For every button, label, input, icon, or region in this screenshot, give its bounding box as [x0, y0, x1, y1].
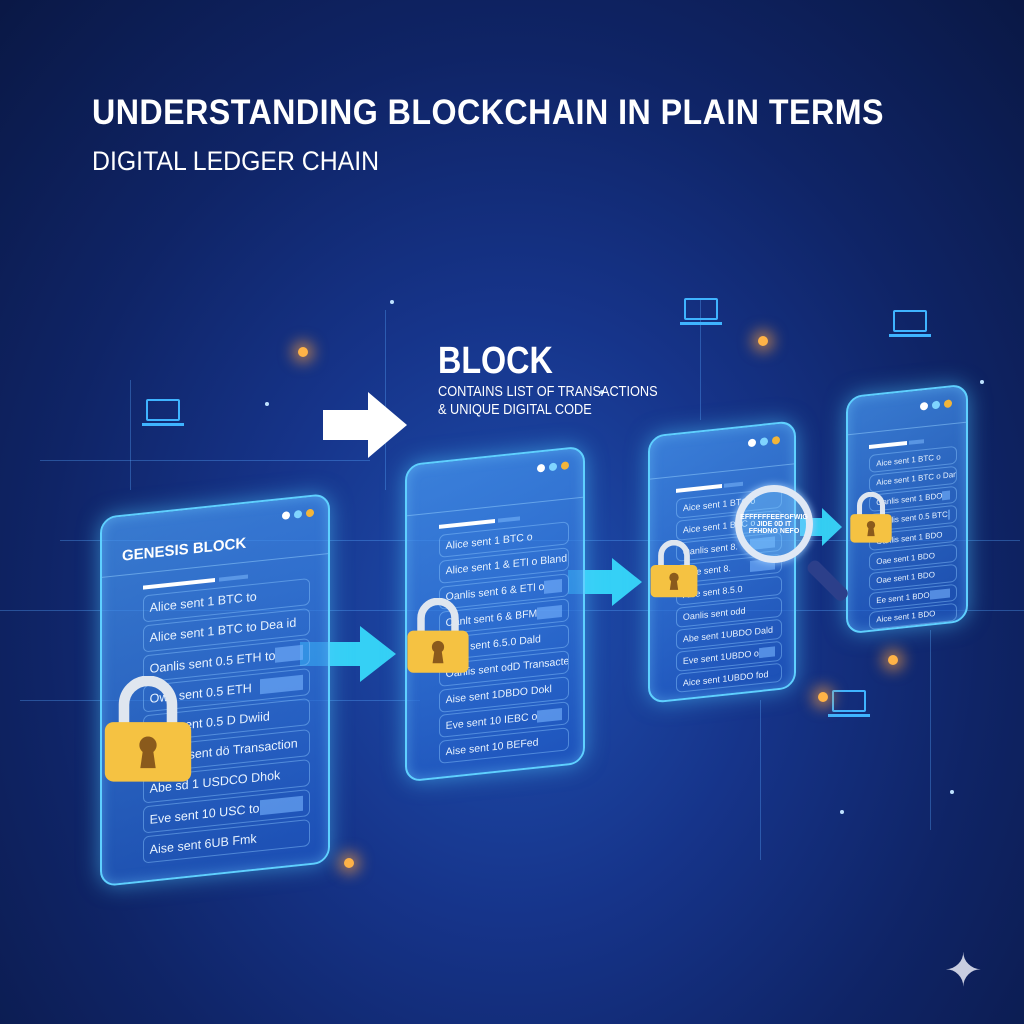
padlock-icon: [407, 598, 469, 673]
transaction-text: Oanlis sent 0.5 ETH to: [149, 648, 276, 676]
transaction-text: Eve sent 10 USC to: [149, 801, 260, 827]
magnifier-text: EFFFFFFEEFGFWIG: [740, 513, 808, 521]
window-dots: [748, 435, 780, 448]
sparkle-icon: ✦: [944, 944, 983, 996]
window-dots: [282, 508, 314, 520]
progress-bar: [869, 441, 907, 450]
block-header: [407, 447, 583, 517]
white-arrow-icon: [323, 392, 407, 458]
chain-arrow-icon: [568, 558, 642, 606]
transaction-text: Oae sent 1 BDO: [876, 570, 935, 586]
laptop-icon: [680, 298, 722, 325]
transaction-text: Aise sent 6UB Fmk: [149, 831, 257, 857]
block-header: [848, 385, 966, 436]
magnifier-text: JIDE 0D IT: [756, 520, 792, 528]
transaction-text: Aice sent 1UBDO fod: [682, 668, 769, 688]
transaction-text: Aise sent 1DBDO Dokl: [445, 683, 552, 707]
padlock-icon: [104, 676, 192, 782]
transaction-text: Ee sent 1 BDO: [876, 590, 930, 606]
transaction-text: Alice sent 1 BTC o: [445, 530, 533, 552]
window-dots: [920, 399, 952, 411]
transaction-text: Oae sent 1 BDO: [876, 550, 935, 566]
transaction-text: Alice sent 1 & ETl o Bland: [445, 552, 568, 578]
block-header: [650, 422, 794, 480]
progress-bar: [438, 519, 495, 530]
transaction-text: Aise sent 10 BEFed: [445, 736, 539, 758]
magnifier-icon: EFFFFFFEEFGFWIG JIDE 0D IT FFHDNO NEFO: [735, 485, 851, 610]
window-dots: [537, 461, 569, 473]
callout-title: BLOCK: [438, 340, 553, 382]
magnifier-text: FFHDNO NEFO: [748, 527, 800, 535]
laptop-icon: [142, 399, 184, 426]
transaction-text: Aice sent 1 BDO: [876, 609, 936, 625]
transaction-text: Alice sent 1 BTC to: [149, 589, 257, 615]
page-title: UNDERSTANDING BLOCKCHAIN IN PLAIN TERMS: [92, 93, 884, 132]
block-callout: BLOCK CONTAINS LIST OF TRANSACTIONS & UN…: [438, 340, 696, 419]
transaction-text: Aice sent 1 BTC o: [876, 452, 941, 468]
block-title: GENESIS BLOCK: [122, 534, 247, 565]
callout-line-1: CONTAINS LIST OF TRANSACTIONS: [438, 383, 658, 400]
transaction-text: Eve sent 1UBDO o: [682, 647, 759, 666]
transaction-text: Aice sent 1 BTC o Dand: [876, 469, 957, 488]
chain-arrow-icon: [300, 626, 396, 682]
laptop-icon: [828, 690, 870, 717]
padlock-icon: [850, 492, 892, 543]
block-header: GENESIS BLOCK: [102, 495, 328, 578]
chain-arrow-icon: [800, 508, 842, 546]
page-subtitle: DIGITAL LEDGER CHAIN: [92, 146, 380, 176]
callout-line-2: & UNIQUE DIGITAL CODE: [438, 401, 592, 418]
laptop-icon: [889, 310, 931, 337]
progress-bar: [675, 484, 722, 494]
progress-bar: [142, 577, 215, 590]
padlock-icon: [650, 540, 698, 598]
transaction-text: Eve sent 10 IEBC o: [445, 710, 538, 733]
transaction-text: Abe sent 1UBDO Dald: [682, 624, 773, 645]
